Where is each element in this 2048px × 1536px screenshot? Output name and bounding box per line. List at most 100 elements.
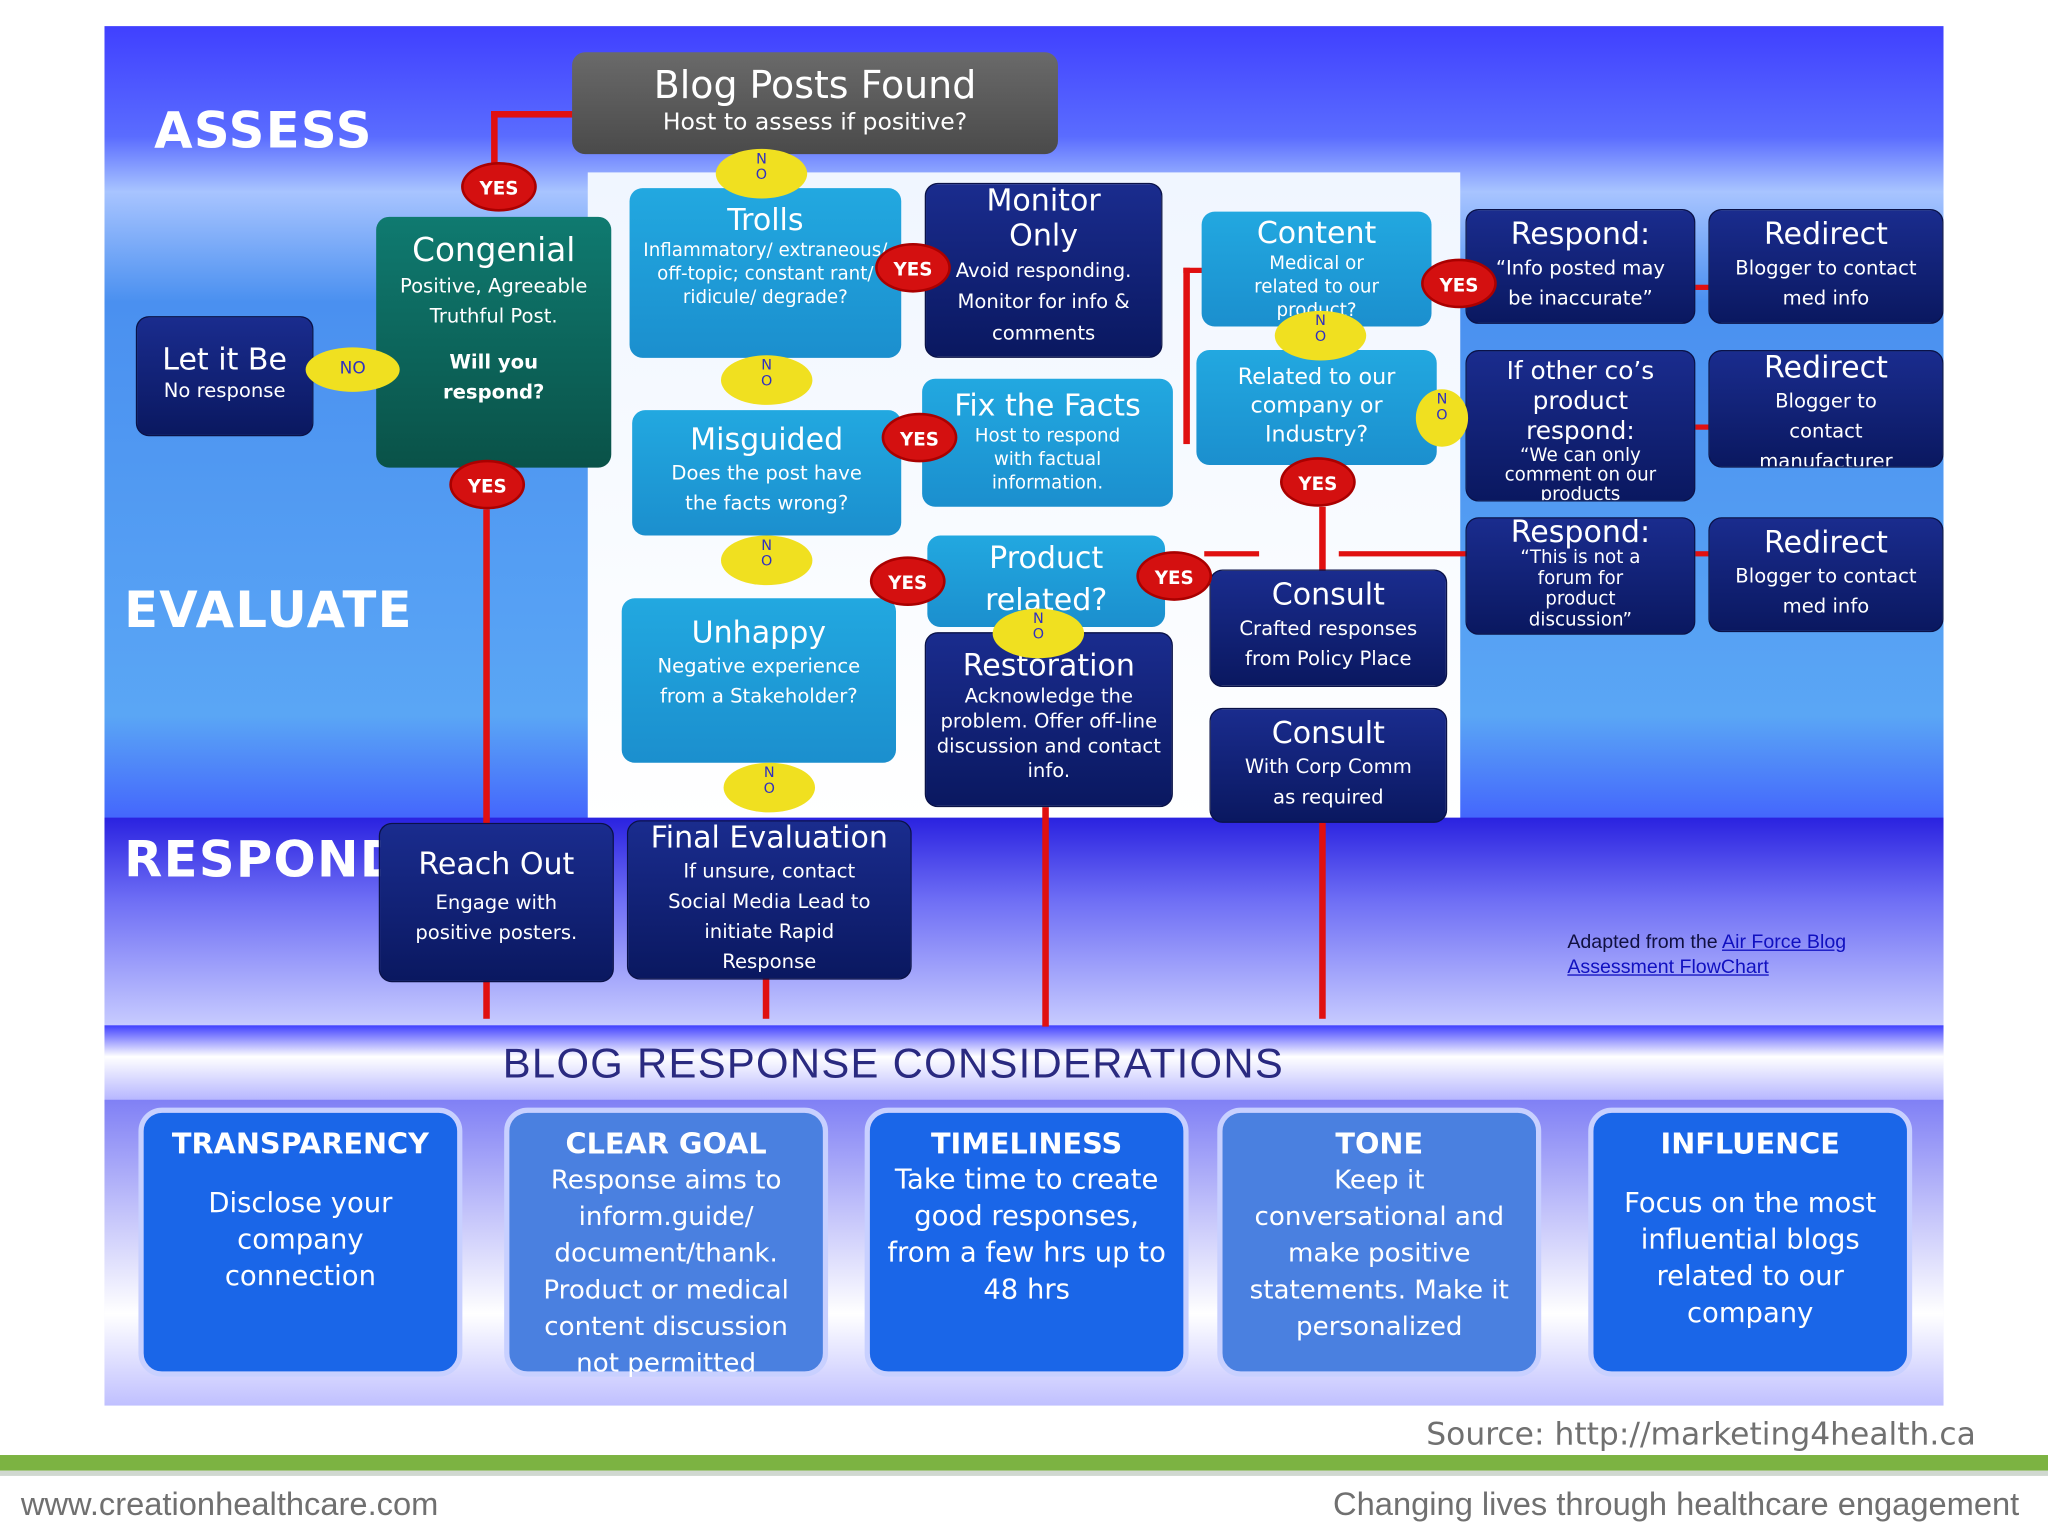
- node-subtitle: Positive, Agreeable Truthful Post.: [399, 274, 588, 328]
- yes-badge: YES: [881, 412, 958, 463]
- attribution: Adapted from the Air Force Blog Assessme…: [1567, 930, 1933, 980]
- footer-bar: [0, 1455, 2048, 1471]
- node-consult-corp: Consult With Corp Comm as required: [1209, 707, 1448, 823]
- node-subtitle: If unsure, contact Social Media Lead to …: [668, 859, 871, 974]
- considerations-band: [104, 1025, 1944, 1104]
- card-tone: TONE Keep it conversational and make pos…: [1217, 1107, 1542, 1377]
- node-redirect-med-info-2: Redirect Blogger to contact med info: [1708, 517, 1944, 633]
- node-misguided: Misguided Does the post have the facts w…: [632, 410, 902, 536]
- node-fix-the-facts: Fix the Facts Host to respond with factu…: [922, 378, 1173, 507]
- node-monitor-only: Monitor Only Avoid responding. Monitor f…: [924, 182, 1163, 358]
- no-letter: N: [761, 356, 773, 374]
- node-title: Let it Be: [162, 343, 288, 378]
- node-subtitle: With Corp Comm as required: [1244, 754, 1412, 809]
- node-subtitle: Avoid responding. Monitor for info & com…: [955, 258, 1132, 345]
- node-reach-out: Reach Out Engage with positive posters.: [378, 822, 614, 983]
- connector-line: [1319, 506, 1326, 573]
- connector-line: [1695, 284, 1709, 290]
- no-letter: N: [1315, 312, 1326, 330]
- no-letter: N: [1436, 390, 1448, 408]
- yes-badge: YES: [869, 556, 946, 607]
- card-title: TIMELINESS: [930, 1128, 1123, 1162]
- no-letter: O: [761, 372, 773, 390]
- section-respond: RESPOND: [124, 830, 403, 889]
- no-letter: O: [1032, 625, 1045, 643]
- card-body: Disclose your company connection: [208, 1187, 393, 1292]
- node-title: Consult: [1271, 578, 1385, 613]
- card-transparency: TRANSPARENCY Disclose your company conne…: [138, 1107, 463, 1377]
- node-subtitle: No response: [163, 378, 286, 403]
- card-body: Take time to create good responses, from…: [887, 1163, 1166, 1305]
- no-letter: N: [756, 150, 767, 168]
- node-restoration: Restoration Acknowledge the problem. Off…: [924, 632, 1173, 808]
- node-question: Will you respond?: [442, 350, 545, 404]
- node-title: Product related?: [985, 542, 1108, 618]
- yes-badge: YES: [1421, 258, 1497, 309]
- node-title: Redirect: [1763, 218, 1888, 253]
- node-title: Unhappy: [691, 616, 827, 651]
- connector-line: [1183, 267, 1207, 273]
- node-subtitle: Acknowledge the problem. Offer off-line …: [936, 684, 1161, 783]
- node-title: Trolls: [727, 203, 804, 238]
- node-let-it-be: Let it Be No response: [135, 316, 314, 437]
- node-subtitle: Engage with positive posters.: [415, 890, 578, 945]
- attribution-link[interactable]: Air Force Blog Assessment FlowChart: [1567, 931, 1847, 979]
- node-subtitle: Inflammatory/ extraneous/ off-topic; con…: [643, 240, 888, 309]
- node-title: Redirect: [1763, 526, 1888, 561]
- connector-line: [1319, 822, 1326, 1019]
- no-letter: O: [761, 552, 773, 570]
- node-subtitle: Negative experience from a Stakeholder?: [657, 654, 861, 708]
- footer-website[interactable]: www.creationhealthcare.com: [20, 1486, 439, 1523]
- node-subtitle: Blogger to contact med info: [1735, 564, 1917, 618]
- node-title: If other co’s product respond:: [1506, 356, 1655, 446]
- node-title: Misguided: [690, 423, 844, 458]
- node-title: Consult: [1271, 717, 1385, 752]
- node-content: Content Medical or related to our produc…: [1201, 211, 1432, 327]
- connector-line: [491, 111, 575, 118]
- node-product-related: Product related?: [927, 535, 1166, 627]
- yes-badge: YES: [449, 459, 526, 510]
- connector-line: [1204, 551, 1260, 557]
- node-title: Fix the Facts: [954, 389, 1141, 424]
- node-subtitle: “Info posted may be inaccurate”: [1495, 255, 1665, 310]
- connector-line: [1695, 424, 1709, 430]
- connector-line: [1183, 267, 1190, 445]
- node-redirect-manufacturer: Redirect Blogger to contact manufacturer: [1708, 350, 1944, 468]
- node-title: Blog Posts Found: [653, 62, 977, 108]
- node-title: Final Evaluation: [650, 821, 888, 856]
- no-letter: N: [1032, 609, 1044, 627]
- node-subtitle: Blogger to contact med info: [1735, 255, 1917, 310]
- node-title: Redirect: [1763, 351, 1888, 386]
- node-respond-forum: Respond: “This is not a forum for produc…: [1465, 517, 1696, 635]
- yes-badge: YES: [1136, 551, 1213, 601]
- node-subtitle: “This is not a forum for product discuss…: [1520, 547, 1641, 631]
- node-subtitle: Host to respond with factual information…: [974, 425, 1121, 494]
- no-letter: O: [755, 165, 768, 183]
- yes-badge: YES: [875, 242, 951, 293]
- connector-line: [762, 976, 770, 1019]
- node-title: Content: [1256, 216, 1377, 251]
- card-title: CLEAR GOAL: [565, 1128, 767, 1162]
- card-title: INFLUENCE: [1660, 1128, 1840, 1162]
- no-letter: O: [1314, 327, 1327, 345]
- no-letter: O: [763, 779, 775, 797]
- node-subtitle: Crafted responses from Policy Place: [1239, 616, 1418, 671]
- node-subtitle: Blogger to contact manufacturer: [1759, 389, 1893, 468]
- node-unhappy: Unhappy Negative experience from a Stake…: [621, 598, 896, 763]
- card-title: TONE: [1335, 1128, 1424, 1162]
- card-body: Response aims to inform.guide/ document/…: [543, 1163, 789, 1378]
- node-trolls: Trolls Inflammatory/ extraneous/ off-top…: [629, 188, 902, 358]
- no-letter: N: [761, 536, 773, 554]
- node-other-product: If other co’s product respond: “We can o…: [1465, 350, 1696, 502]
- source-credit: Source: http://marketing4health.ca: [1426, 1415, 1976, 1453]
- node-title: Congenial: [412, 231, 576, 270]
- card-timeliness: TIMELINESS Take time to create good resp…: [864, 1107, 1189, 1377]
- node-consult-policy: Consult Crafted responses from Policy Pl…: [1209, 569, 1448, 688]
- node-respond-inaccurate: Respond: “Info posted may be inaccurate”: [1465, 208, 1696, 324]
